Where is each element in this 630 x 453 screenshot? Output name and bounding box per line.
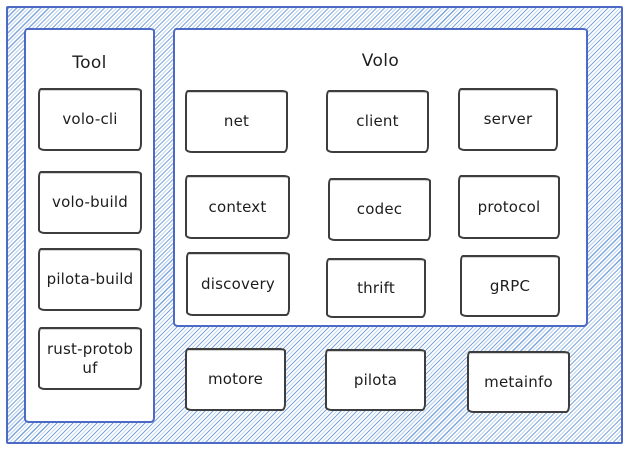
node-server: server: [458, 88, 558, 151]
tool-group-title: Tool: [72, 53, 107, 73]
tool-group: Tool volo-cli volo-build pilota-build ru…: [24, 28, 155, 423]
node-label: rust-protobuf: [46, 339, 134, 377]
outer-container: Tool volo-cli volo-build pilota-build ru…: [6, 6, 623, 444]
node-metainfo: metainfo: [467, 351, 570, 413]
node-discovery: discovery: [186, 252, 290, 316]
node-label: gRPC: [489, 276, 531, 295]
node-label: client: [356, 112, 399, 131]
node-label: pilota-build: [46, 270, 134, 289]
node-grpc: gRPC: [460, 255, 560, 317]
node-label: net: [223, 112, 250, 131]
node-thrift: thrift: [326, 258, 426, 318]
node-label: pilota: [353, 370, 398, 389]
node-label: context: [208, 197, 267, 216]
node-label: thrift: [357, 278, 395, 297]
node-label: volo-build: [52, 193, 128, 212]
node-motore: motore: [185, 348, 286, 411]
volo-group-title: Volo: [361, 51, 400, 71]
node-volo-cli: volo-cli: [38, 88, 142, 151]
node-label: server: [483, 110, 533, 129]
node-pilota-build: pilota-build: [38, 248, 142, 311]
node-label: motore: [207, 370, 264, 389]
volo-group: Volo net client server context codec pro…: [173, 28, 588, 327]
node-context: context: [185, 175, 290, 239]
node-protocol: protocol: [458, 175, 560, 239]
node-pilota: pilota: [325, 349, 426, 411]
node-net: net: [185, 90, 288, 153]
node-label: discovery: [201, 274, 275, 293]
node-codec: codec: [328, 178, 431, 241]
node-label: codec: [356, 200, 403, 219]
node-rust-protobuf: rust-protobuf: [38, 327, 142, 390]
node-volo-build: volo-build: [38, 171, 142, 234]
node-label: volo-cli: [62, 110, 118, 129]
node-client: client: [326, 90, 429, 153]
node-label: metainfo: [484, 372, 553, 391]
node-label: protocol: [477, 197, 541, 216]
